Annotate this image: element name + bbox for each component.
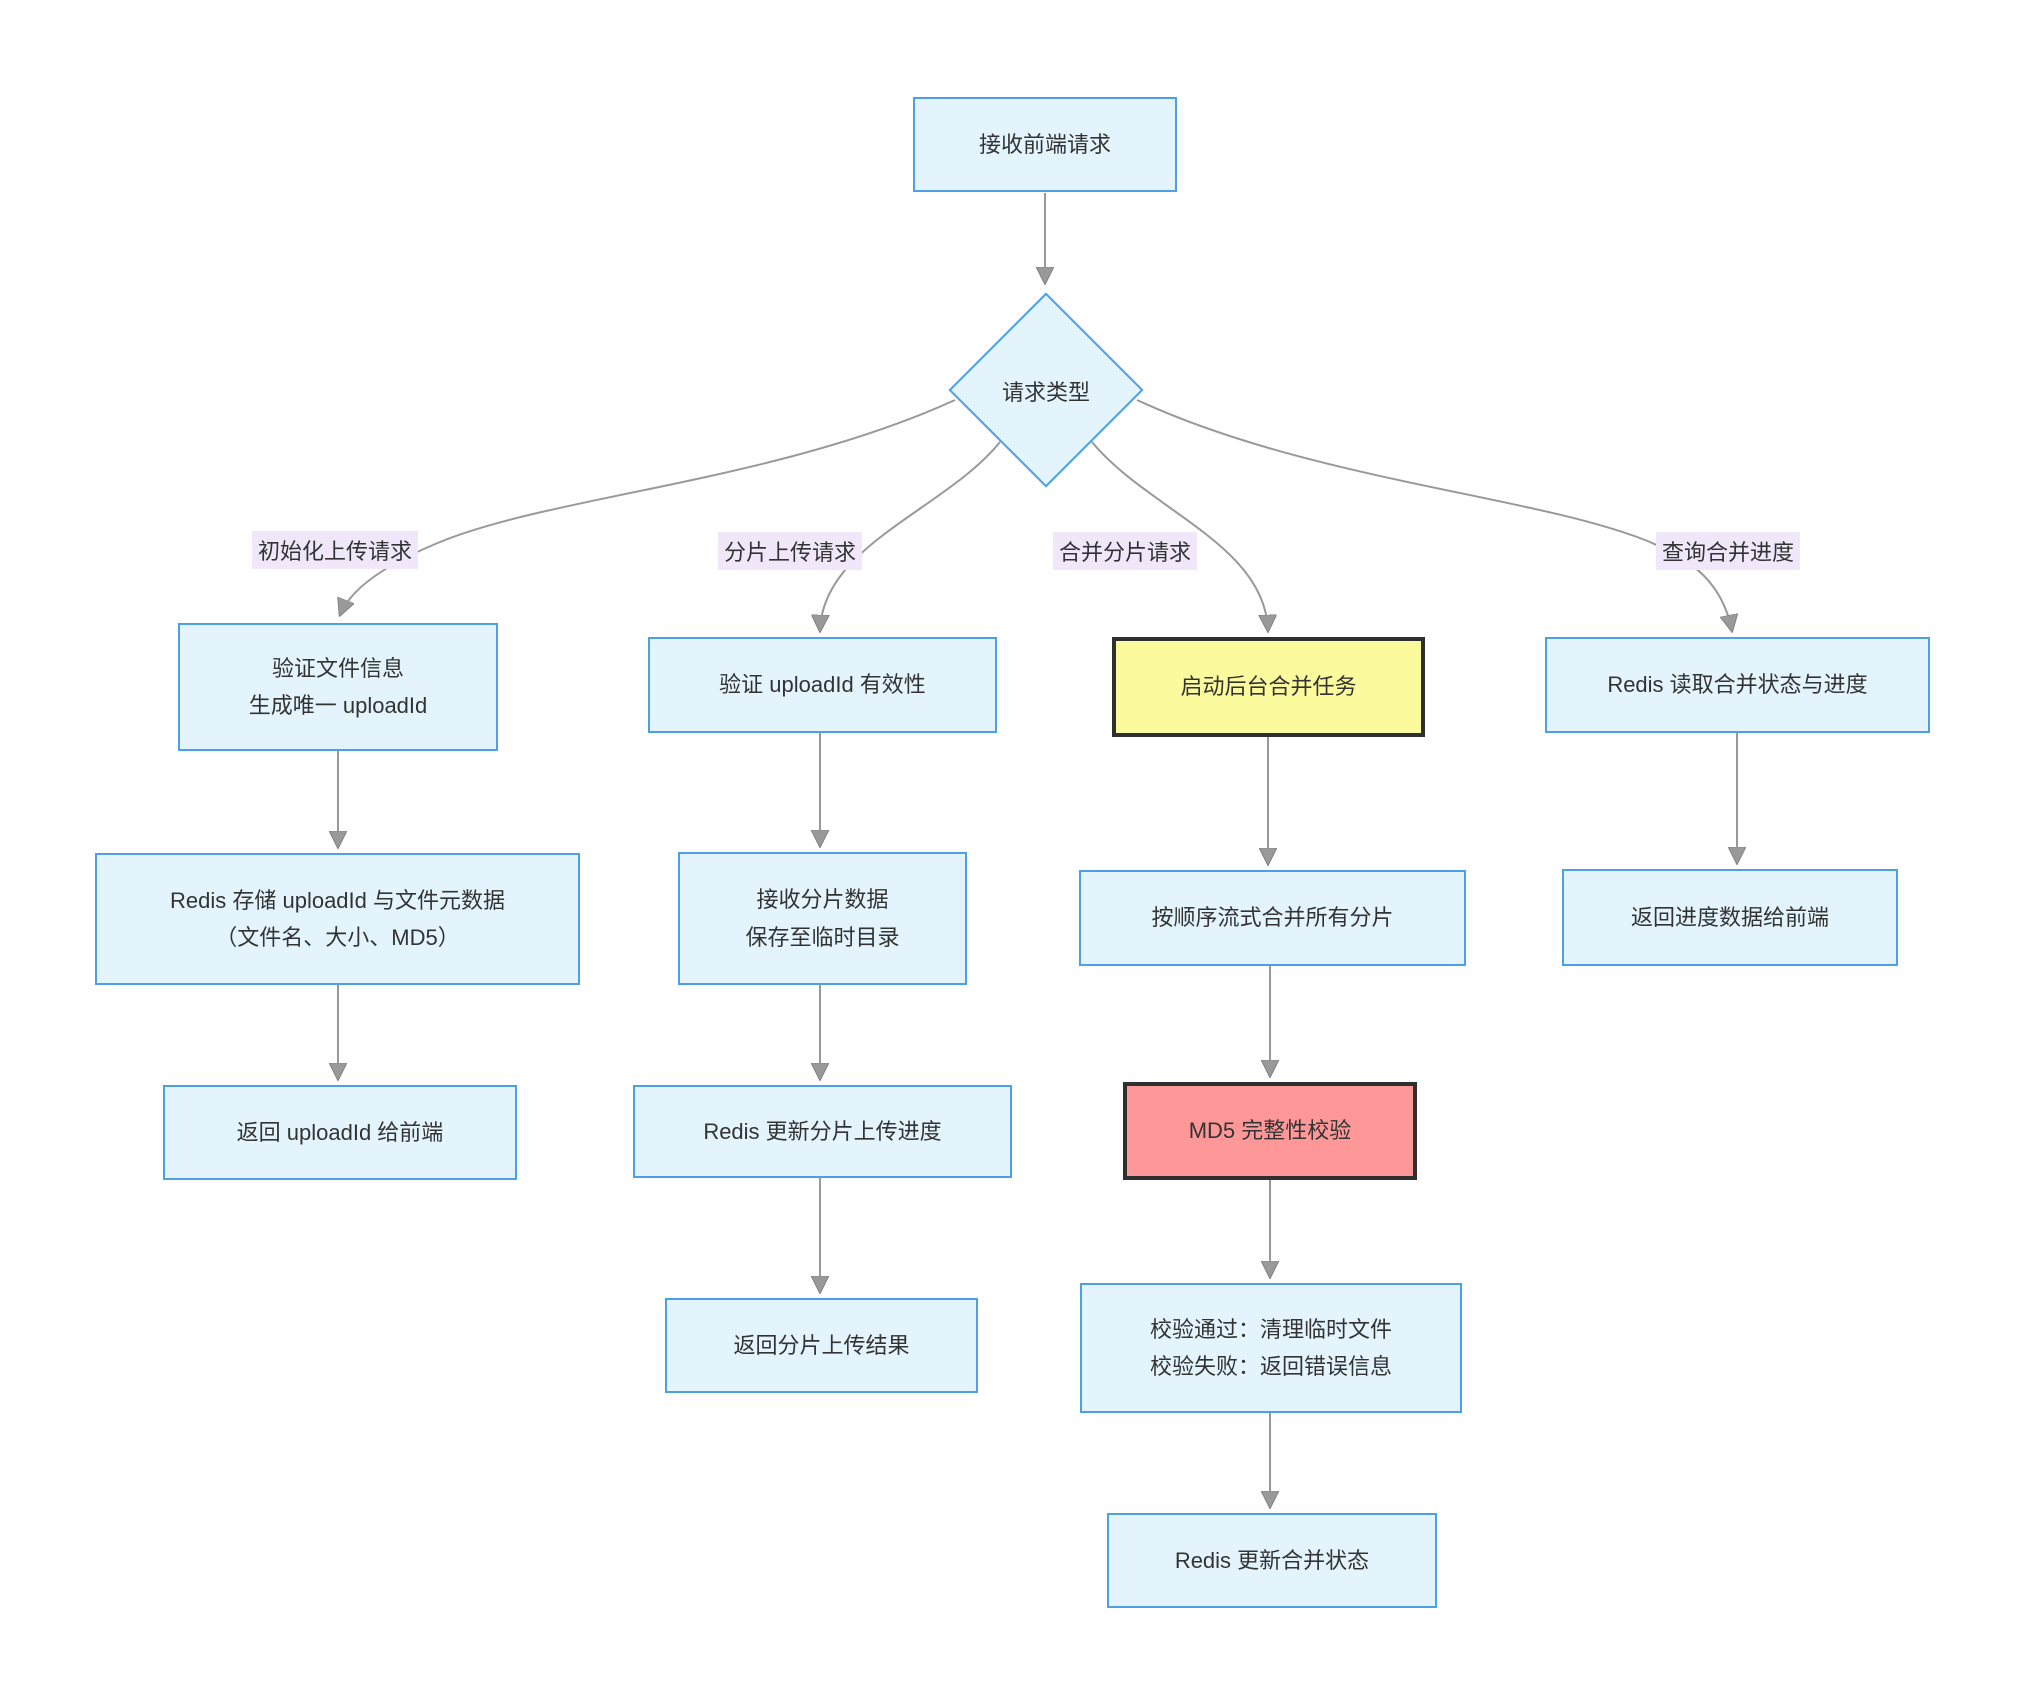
node-merge-stream: 按顺序流式合并所有分片 (1079, 870, 1466, 966)
node-merge-start-label: 启动后台合并任务 (1180, 674, 1357, 700)
edge-type-to-chunk (820, 441, 1001, 631)
node-merge-status: Redis 更新合并状态 (1107, 1513, 1437, 1608)
node-merge-status-label: Redis 更新合并状态 (1174, 1547, 1370, 1573)
node-init-validate-line1: 验证文件信息 (271, 655, 404, 681)
node-chunk-receive-line1: 接收分片数据 (756, 887, 889, 913)
node-merge-start: 启动后台合并任务 (1112, 637, 1425, 737)
node-chunk-receive-line2: 保存至临时目录 (745, 924, 900, 950)
edge-type-to-merge (1091, 441, 1268, 631)
node-receive-request: 接收前端请求 (913, 97, 1177, 192)
node-receive-request-label: 接收前端请求 (978, 131, 1111, 157)
node-init-validate-line2: 生成唯一 uploadId (248, 693, 428, 718)
edge-type-to-init (340, 399, 956, 615)
node-merge-md5: MD5 完整性校验 (1123, 1082, 1417, 1180)
node-query-return: 返回进度数据给前端 (1562, 869, 1898, 966)
edge-label-init: 初始化上传请求 (251, 531, 419, 569)
node-chunk-return-label: 返回分片上传结果 (733, 1332, 910, 1358)
node-init-return-label: 返回 uploadId 给前端 (236, 1119, 444, 1145)
node-chunk-validate: 验证 uploadId 有效性 (648, 637, 997, 733)
decision-request-type-label: 请求类型 (1001, 380, 1090, 405)
node-chunk-return: 返回分片上传结果 (665, 1298, 978, 1393)
node-init-validate: 验证文件信息 生成唯一 uploadId (178, 623, 498, 751)
edge-label-merge: 合并分片请求 (1052, 532, 1198, 570)
node-chunk-progress-label: Redis 更新分片上传进度 (703, 1118, 942, 1144)
node-query-read-label: Redis 读取合并状态与进度 (1607, 672, 1868, 698)
node-query-read: Redis 读取合并状态与进度 (1545, 637, 1930, 733)
node-merge-md5-label: MD5 完整性校验 (1188, 1118, 1352, 1144)
edge-label-chunk: 分片上传请求 (717, 532, 863, 570)
node-merge-result: 校验通过：清理临时文件 校验失败：返回错误信息 (1080, 1283, 1462, 1413)
node-chunk-receive: 接收分片数据 保存至临时目录 (678, 852, 967, 985)
edge-type-to-query (1136, 399, 1732, 631)
node-init-store-line1: Redis 存储 uploadId 与文件元数据 (170, 887, 505, 913)
edge-label-query: 查询合并进度 (1655, 532, 1801, 570)
node-merge-result-line2: 校验失败：返回错误信息 (1149, 1354, 1392, 1379)
node-init-store-line2: （文件名、大小、MD5） (215, 925, 460, 950)
node-query-return-label: 返回进度数据给前端 (1630, 904, 1829, 930)
node-merge-result-line1: 校验通过：清理临时文件 (1149, 1316, 1392, 1342)
node-chunk-progress: Redis 更新分片上传进度 (633, 1085, 1012, 1178)
node-init-store: Redis 存储 uploadId 与文件元数据 （文件名、大小、MD5） (95, 853, 580, 985)
node-chunk-validate-label: 验证 uploadId 有效性 (719, 672, 926, 698)
node-init-return: 返回 uploadId 给前端 (163, 1085, 517, 1180)
node-merge-stream-label: 按顺序流式合并所有分片 (1151, 905, 1394, 931)
